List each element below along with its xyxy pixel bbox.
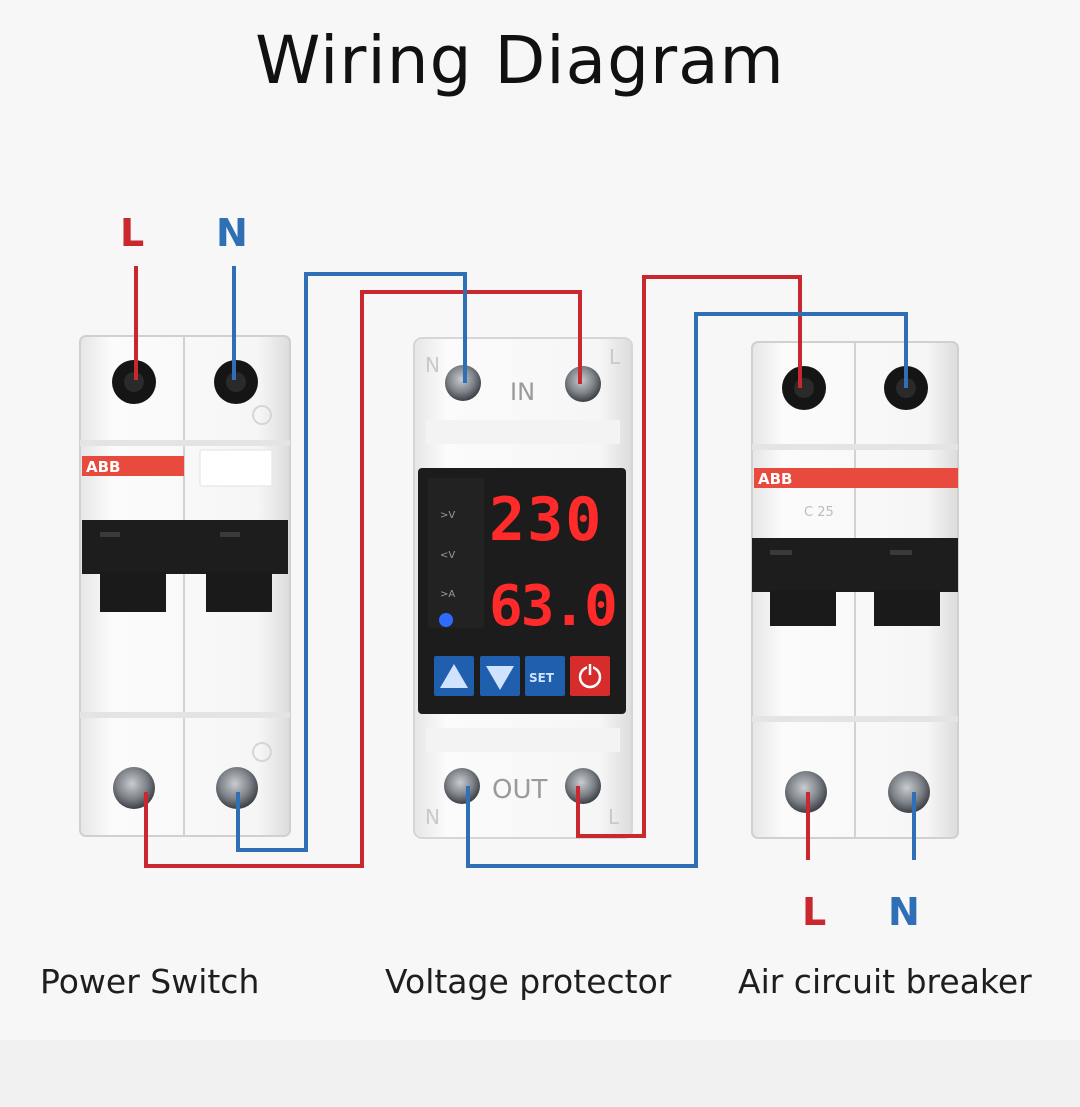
breaker-rating: C 25 [804,505,834,520]
abb-logo-left: ABB [86,458,120,476]
voltage-reading: 230 [489,485,603,555]
down-arrow-icon [486,666,514,690]
svg-text:<V: <V [440,550,455,561]
power-switch: ABB [79,335,291,837]
bottom-strip [0,1040,1080,1107]
protector-out-l-terminal [565,768,601,804]
protector-out-n-label: N [425,805,440,829]
wire-switch-l-to-protector-in-l [144,290,582,868]
breaker-handle[interactable] [752,538,958,592]
down-button[interactable] [480,656,520,696]
diagram-title: Wiring Diagram [255,22,785,99]
input-live-label: L [120,211,144,255]
air-circuit-breaker: ABB C 25 [751,341,959,839]
power-button[interactable] [570,656,610,696]
voltage-protector-caption: Voltage protector [385,962,672,1001]
up-button[interactable] [434,656,474,696]
wires [134,266,916,868]
power-switch-caption: Power Switch [40,962,260,1001]
breaker-terminal-bottom-n [888,771,930,813]
abb-logo-right: ABB [758,470,792,488]
voltage-protector: N L IN OUT N L >V <V >A 230 63.0 SET [413,337,633,839]
wire-protector-out-l-to-breaker-l [576,275,802,838]
protector-out-l-label: L [608,805,620,829]
input-neutral-label: N [216,211,248,255]
power-indicator-led [439,613,453,627]
protector-in-n-label: N [425,353,440,377]
set-button-label: SET [529,671,555,685]
power-switch-handle[interactable] [82,520,288,574]
protector-in-l-terminal [565,366,601,402]
abb-band-right [754,468,958,488]
up-arrow-icon [440,664,468,688]
svg-text:>A: >A [440,589,455,600]
abb-band-left [82,456,184,476]
terminal-bottom-n [216,767,258,809]
output-neutral-label: N [888,890,920,934]
set-button[interactable]: SET [525,656,565,696]
wire-switch-n-to-protector-in-n [236,272,467,852]
protector-out-n-terminal [444,768,480,804]
output-live-label: L [802,890,826,934]
wire-protector-out-n-to-breaker-n [466,312,908,868]
air-circuit-breaker-caption: Air circuit breaker [738,962,1032,1001]
svg-text:>V: >V [440,510,455,521]
protector-in-l-label: L [609,345,621,369]
protector-out-label: OUT [492,775,547,805]
current-reading: 63.0 [489,574,616,639]
protector-in-label: IN [510,378,535,406]
terminal-bottom-l [113,767,155,809]
